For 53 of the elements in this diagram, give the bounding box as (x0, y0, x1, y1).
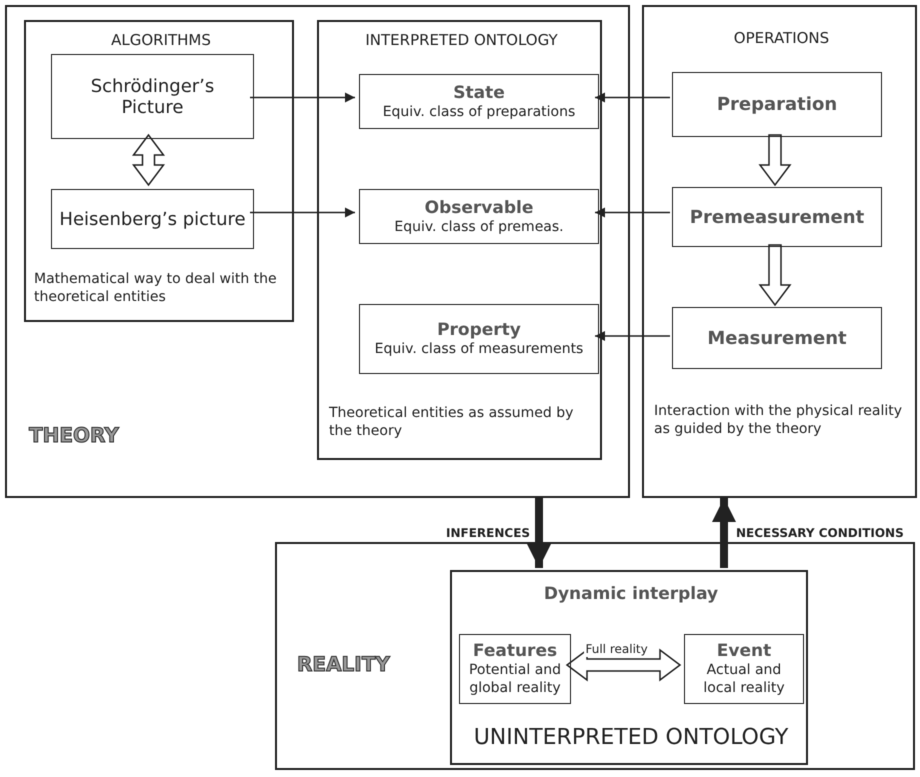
process-box (684, 634, 804, 704)
heading: OPERATIONS (732, 28, 830, 48)
node-label: Heisenberg’s picture (59, 208, 246, 230)
heading: Features (472, 641, 558, 661)
arrow (250, 92, 355, 102)
heading: State (453, 82, 505, 102)
process-box (359, 304, 599, 374)
node-label: Schrödinger’s Picture (90, 76, 216, 118)
arrow (595, 208, 670, 218)
process-box (672, 307, 882, 369)
double-arrow (132, 134, 165, 186)
process-box (672, 72, 882, 137)
heading: Property (437, 320, 521, 340)
ontology-box (317, 20, 602, 460)
description: Interaction with the physical reality as guided by the theory (654, 402, 904, 438)
arrow (595, 331, 670, 341)
description: Equiv. class of premeas. (394, 218, 564, 236)
heading: ALGORITHMS (110, 30, 212, 50)
node-label: Preparation (716, 94, 838, 115)
heading: INTERPRETED ONTOLOGY (364, 30, 559, 50)
arrow (758, 244, 792, 306)
node-label: Measurement (707, 328, 847, 348)
description: Theoretical entities as assumed by the theory (329, 404, 574, 440)
description: Actual and local reality (702, 661, 786, 697)
arrow (527, 498, 551, 568)
arrow (250, 208, 355, 218)
reality-panel (275, 542, 915, 770)
ontology-box (450, 570, 808, 765)
process-box (51, 189, 254, 249)
description: Equiv. class of measurements (374, 340, 584, 358)
heading: Event (716, 641, 772, 661)
edge-label: Full reality (584, 641, 650, 657)
heading: REALITY (297, 654, 391, 674)
double-arrow (566, 648, 682, 682)
operations-box (642, 5, 917, 498)
description: Mathematical way to deal with the theoretical entities (34, 270, 278, 306)
description: Potential and global reality (468, 661, 562, 697)
process-box (359, 74, 599, 129)
theory-panel (5, 5, 630, 498)
process-box (51, 54, 254, 139)
heading: THEORY (29, 425, 120, 445)
process-box (359, 189, 599, 244)
description: Equiv. class of preparations (382, 102, 576, 120)
arrow (758, 134, 792, 186)
algorithms-box (24, 20, 294, 322)
heading: Dynamic interplay (542, 584, 720, 604)
heading: Observable (424, 198, 534, 218)
arrow (595, 92, 670, 102)
process-box (672, 187, 882, 247)
node-label: Premeasurement (690, 206, 864, 228)
arrow (712, 498, 736, 568)
process-box (459, 634, 571, 704)
description: UNINTERPRETED ONTOLOGY (472, 724, 790, 752)
